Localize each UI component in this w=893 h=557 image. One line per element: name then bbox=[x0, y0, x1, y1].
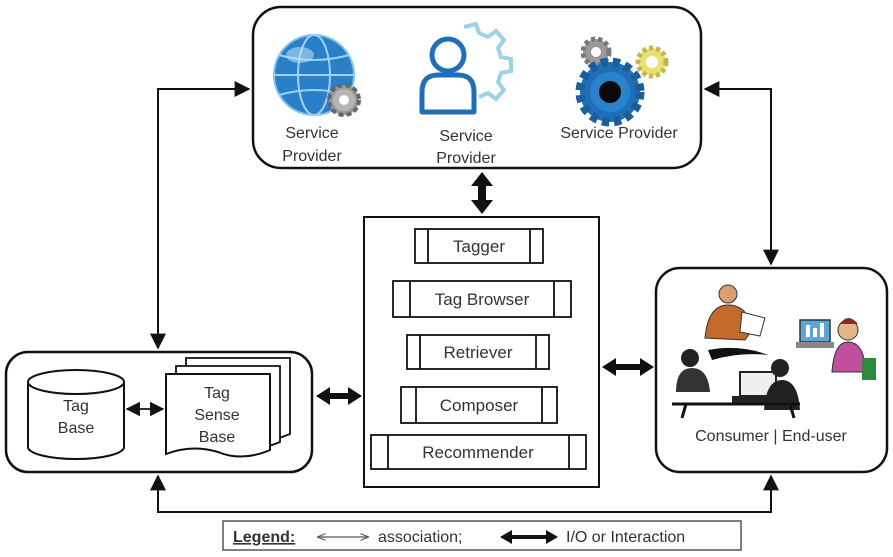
provider-2-label-line2: Provider bbox=[436, 150, 496, 167]
provider-2-label-line1: Service bbox=[439, 128, 492, 145]
legend-title: Legend: bbox=[233, 529, 295, 546]
association-arrow-store-provider bbox=[150, 81, 251, 350]
gears-icon bbox=[575, 36, 669, 127]
tag-base-label-line1: Tag bbox=[63, 398, 89, 415]
module-composer: Composer bbox=[400, 386, 558, 424]
association-arrow-provider-consumer bbox=[703, 81, 779, 266]
io-arrow-provider-modules bbox=[471, 172, 493, 214]
tag-base-cylinder-icon bbox=[27, 369, 125, 460]
association-arrow-store-consumer bbox=[150, 474, 779, 513]
tag-sense-base-documents-icon bbox=[165, 357, 291, 458]
tag-base-label-line2: Base bbox=[58, 420, 95, 437]
consumer-label: Consumer | End-user bbox=[695, 428, 847, 445]
module-tag-browser-label: Tag Browser bbox=[435, 290, 530, 309]
provider-1-label-line1: Service bbox=[285, 125, 338, 142]
provider-3-label: Service Provider bbox=[560, 125, 678, 142]
legend-io-label: I/O or Interaction bbox=[566, 529, 685, 546]
module-composer-label: Composer bbox=[440, 396, 519, 415]
legend-box bbox=[222, 520, 742, 551]
tag-sense-base-label-line3: Base bbox=[199, 429, 236, 446]
people-computers-icon bbox=[672, 284, 876, 419]
tag-sense-base-label-line2: Sense bbox=[194, 407, 239, 424]
provider-1-label-line2: Provider bbox=[282, 148, 342, 165]
module-tagger: Tagger bbox=[414, 228, 544, 264]
legend-io-arrow bbox=[500, 530, 558, 544]
tag-sense-base-label-line1: Tag bbox=[204, 385, 230, 402]
globe-gear-icon bbox=[273, 34, 361, 117]
module-recommender-label: Recommender bbox=[422, 443, 534, 462]
module-recommender: Recommender bbox=[370, 434, 587, 470]
legend-association-label: association; bbox=[378, 529, 463, 546]
module-tag-browser: Tag Browser bbox=[392, 280, 572, 318]
module-retriever-label: Retriever bbox=[444, 343, 513, 362]
person-gear-icon bbox=[419, 21, 513, 115]
module-tagger-label: Tagger bbox=[453, 237, 505, 256]
io-arrow-modules-consumer bbox=[602, 358, 654, 376]
io-arrow-store-modules bbox=[316, 387, 362, 405]
module-retriever: Retriever bbox=[406, 334, 550, 370]
